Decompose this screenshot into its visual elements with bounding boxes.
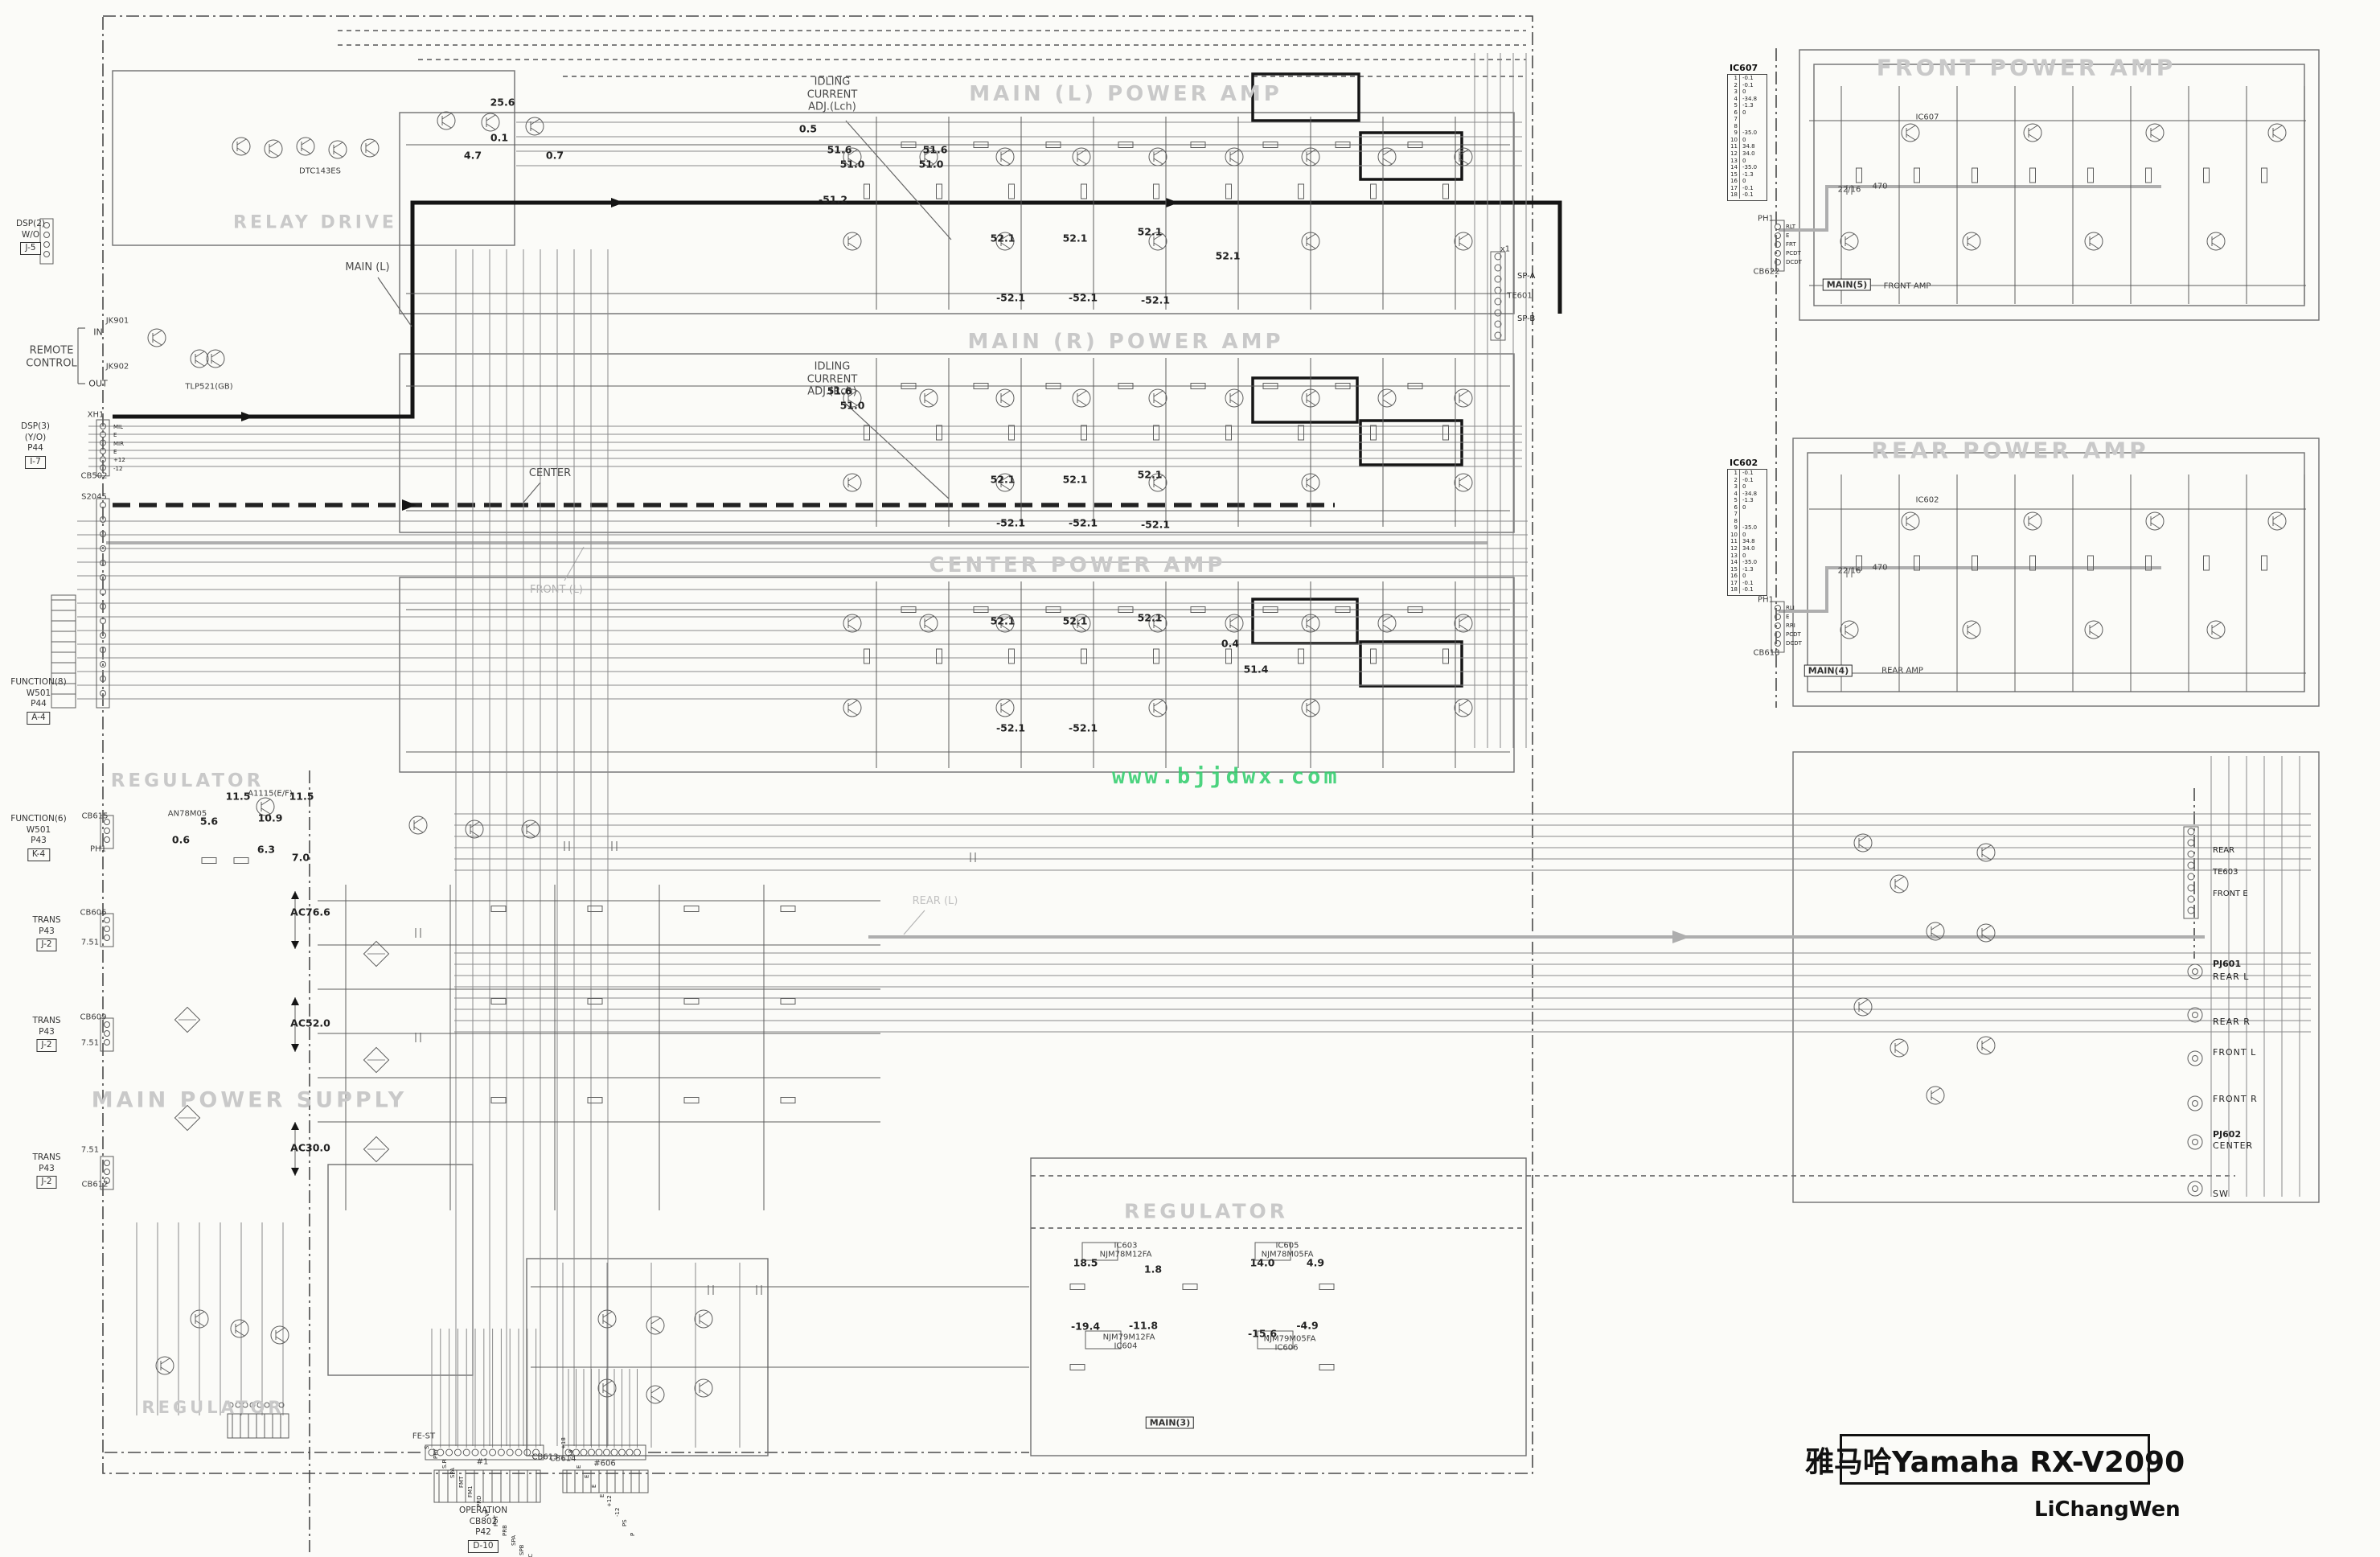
board-boundaries	[102, 15, 2235, 1552]
generated-wires-and-components	[39, 53, 2311, 1503]
bold-signal-paths	[106, 72, 2205, 943]
callout-leaders	[77, 120, 952, 935]
section-boxes	[112, 49, 2320, 1456]
